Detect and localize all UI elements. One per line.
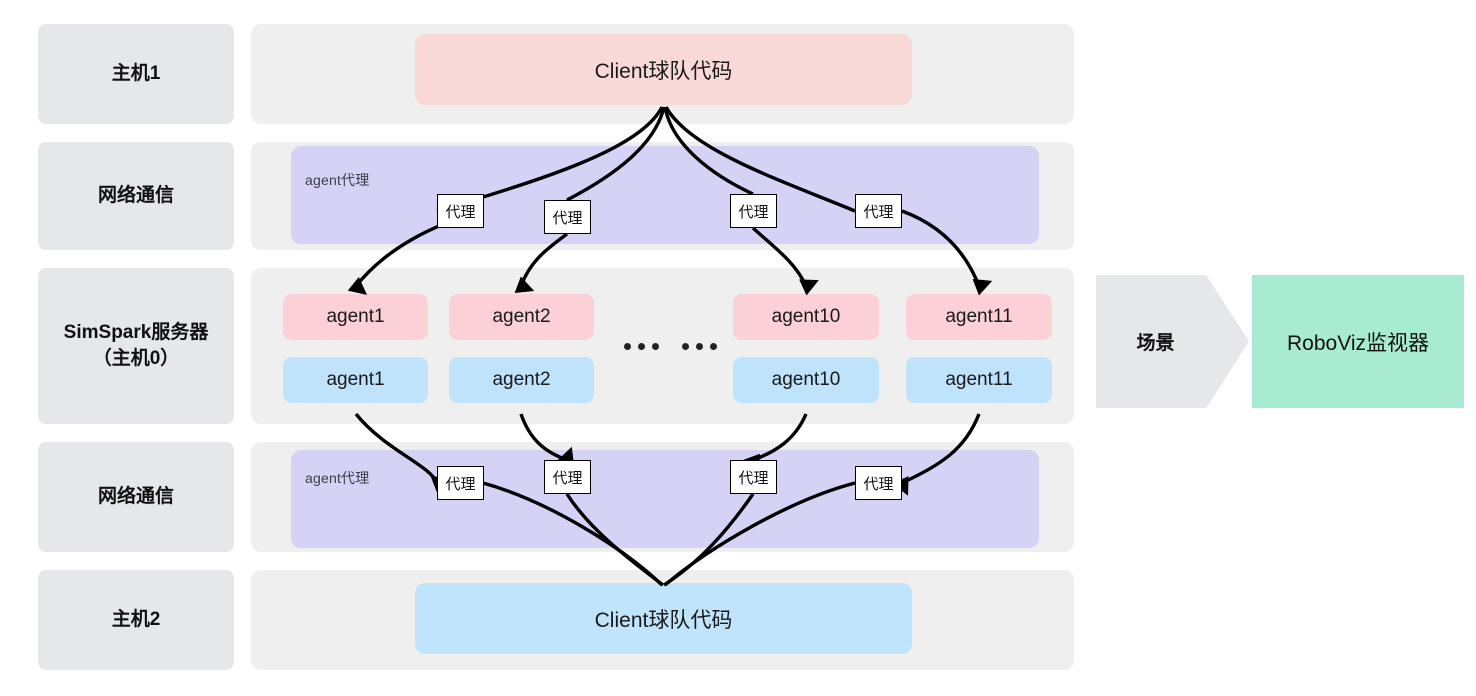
agent-chip-pink-agent1: agent1 <box>283 294 428 340</box>
agent-chip-pink-agent11: agent11 <box>906 294 1052 340</box>
roboviz-monitor-box: RoboViz监视器 <box>1252 275 1464 408</box>
scene-chevron-arrow: 场景 <box>1096 275 1249 408</box>
scene-chevron-label: 场景 <box>1136 333 1175 354</box>
agent-chip-blue-agent2: agent2 <box>449 357 594 403</box>
proxy-box-top-2: 代理 <box>544 200 591 234</box>
band-bottom <box>291 450 1039 548</box>
proxy-box-bottom-3: 代理 <box>730 460 777 494</box>
ellipsis-dot <box>682 343 689 350</box>
agent-chip-pink-agent2: agent2 <box>449 294 594 340</box>
stage-label-host2: 主机2 <box>38 570 234 670</box>
ellipsis-dot <box>696 343 703 350</box>
ellipsis-dot <box>710 343 717 350</box>
client-bottom-box: Client球队代码 <box>415 583 912 654</box>
stage-label-network-1: 网络通信 <box>38 142 234 250</box>
agents-ellipsis <box>624 343 717 350</box>
agent-chip-blue-agent11: agent11 <box>906 357 1052 403</box>
client-top-box: Client球队代码 <box>415 34 912 105</box>
roboviz-monitor-label: RoboViz监视器 <box>1287 331 1429 355</box>
proxy-box-top-1: 代理 <box>437 194 484 228</box>
agent-chip-blue-agent1: agent1 <box>283 357 428 403</box>
proxy-box-top-4: 代理 <box>855 194 902 228</box>
agent-chip-pink-agent10: agent10 <box>733 294 879 340</box>
proxy-box-bottom-1: 代理 <box>437 466 484 500</box>
stage-label-network-2: 网络通信 <box>38 442 234 552</box>
band-top-label: agent代理 <box>305 172 370 188</box>
ellipsis-dot <box>638 343 645 350</box>
band-top <box>291 146 1039 244</box>
agent-chip-blue-agent10: agent10 <box>733 357 879 403</box>
ellipsis-gap <box>666 346 675 347</box>
proxy-box-bottom-4: 代理 <box>855 466 902 500</box>
proxy-box-bottom-2: 代理 <box>544 460 591 494</box>
band-bottom-label: agent代理 <box>305 470 370 486</box>
ellipsis-dot <box>624 343 631 350</box>
stage-label-simspark: SimSpark服务器 （主机0） <box>38 268 234 424</box>
proxy-box-top-3: 代理 <box>730 194 777 228</box>
ellipsis-dot <box>652 343 659 350</box>
stage-label-host1: 主机1 <box>38 24 234 124</box>
